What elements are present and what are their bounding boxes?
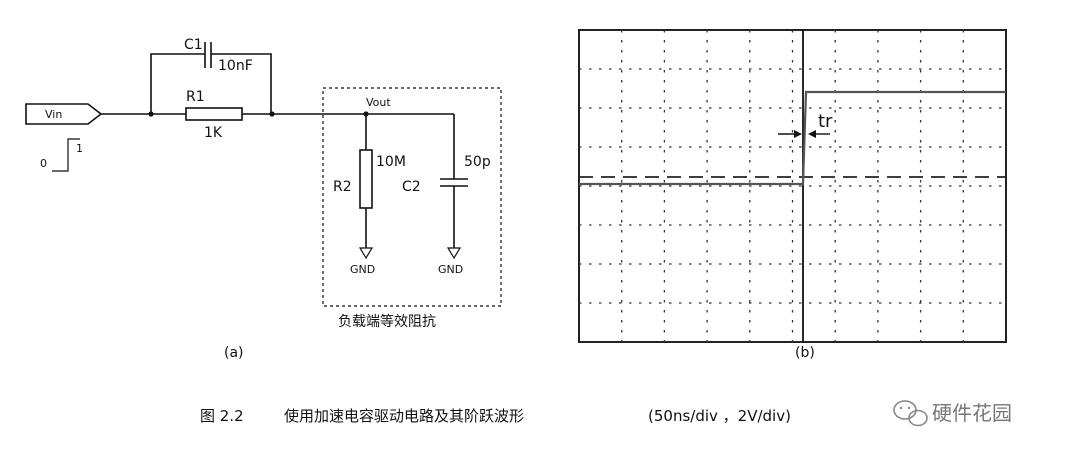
gnd-symbol-1	[358, 247, 374, 260]
r1-value: 1K	[204, 125, 223, 141]
tr-label: tr	[818, 111, 833, 132]
r2-value: 10M	[376, 154, 406, 170]
vin-label: Vin	[45, 108, 62, 121]
step-high-label: 1	[76, 142, 83, 155]
oscilloscope-panel: tr (b)	[578, 29, 1007, 361]
caption-title: 使用加速电容驱动电路及其阶跃波形	[284, 407, 524, 425]
r1-name: R1	[186, 89, 205, 105]
tr-arrow-left-head	[794, 130, 802, 138]
wire-c1-left	[150, 53, 205, 114]
caption-scale: (50ns/div ，2V/div)	[648, 407, 791, 425]
scope-screen	[578, 29, 1007, 343]
r2-resistor	[359, 149, 373, 209]
vin-port	[25, 103, 103, 125]
watermark: 硬件花园	[893, 400, 1012, 427]
circuit-diagram: Vin 0 1 R1 1K C1 10nF Vout 负载端等效阻抗	[25, 37, 502, 361]
c1-name: C1	[184, 37, 203, 53]
wire-c1-right	[211, 53, 272, 114]
scope-grid	[579, 30, 1006, 342]
load-box-label: 负载端等效阻抗	[338, 313, 436, 330]
c2-name: C2	[402, 179, 421, 195]
r2-name: R2	[333, 179, 352, 195]
step-symbol	[52, 138, 80, 172]
junction-left	[148, 111, 154, 117]
gnd-symbol-2	[446, 247, 462, 260]
c2-value: 50p	[464, 154, 491, 170]
caption-figure-number: 图 2.2	[200, 407, 244, 425]
panel-label-b: (b)	[795, 345, 815, 361]
step-waveform	[579, 90, 1006, 186]
figure-caption: 图 2.2 使用加速电容驱动电路及其阶跃波形 (50ns/div ，2V/div…	[200, 407, 791, 425]
tr-arrow-right-head	[808, 130, 816, 138]
panel-label-a: (a)	[224, 345, 244, 361]
watermark-text: 硬件花园	[932, 401, 1012, 425]
step-low-label: 0	[40, 157, 47, 170]
r1-resistor	[185, 107, 243, 121]
wechat-icon	[893, 400, 928, 427]
vout-label: Vout	[366, 96, 391, 109]
gnd-label-2: GND	[438, 263, 463, 276]
c1-value: 10nF	[218, 58, 253, 74]
gnd-label-1: GND	[350, 263, 375, 276]
